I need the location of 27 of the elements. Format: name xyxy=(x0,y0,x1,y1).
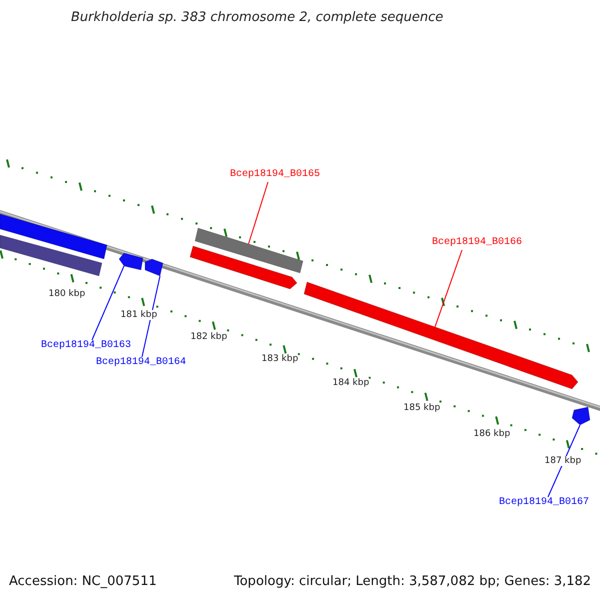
topology-text: Topology: circular; Length: 3,587,082 bp; Genes: 3,182 xyxy=(234,574,592,589)
scale-label: 184 kbp xyxy=(332,378,370,388)
gene-label: Bcep18194_B0167 xyxy=(499,497,590,508)
scale-label: 180 kbp xyxy=(48,289,86,299)
leader-line xyxy=(142,276,160,358)
gene-label: Bcep18194_B0163 xyxy=(41,340,132,351)
map-title: Burkholderia sp. 383 chromosome 2, complete sequence xyxy=(71,10,444,25)
gene-label: Bcep18194_B0166 xyxy=(432,237,522,248)
gene-bar xyxy=(194,228,304,274)
leader-line xyxy=(92,266,124,340)
gene-label: Bcep18194_B0164 xyxy=(96,357,186,368)
gene-label: Bcep18194_B0165 xyxy=(230,169,320,180)
leader-line xyxy=(248,182,268,244)
gene-bar xyxy=(0,234,102,276)
gene-feature xyxy=(572,406,590,426)
scale-label: 182 kbp xyxy=(190,332,228,342)
accession-text: Accession: NC_007511 xyxy=(9,574,157,589)
scale-label: 186 kbp xyxy=(474,429,510,439)
gene-feature xyxy=(190,246,298,290)
scale-label: 185 kbp xyxy=(404,403,440,413)
gene-bar xyxy=(0,214,108,260)
gene-feature xyxy=(304,282,578,390)
gene-feature xyxy=(118,252,144,270)
gene-feature xyxy=(144,258,164,276)
scale-label: 181 kbp xyxy=(120,310,158,320)
leader-line xyxy=(434,250,462,328)
scale-label: 187 kbp xyxy=(544,456,582,466)
